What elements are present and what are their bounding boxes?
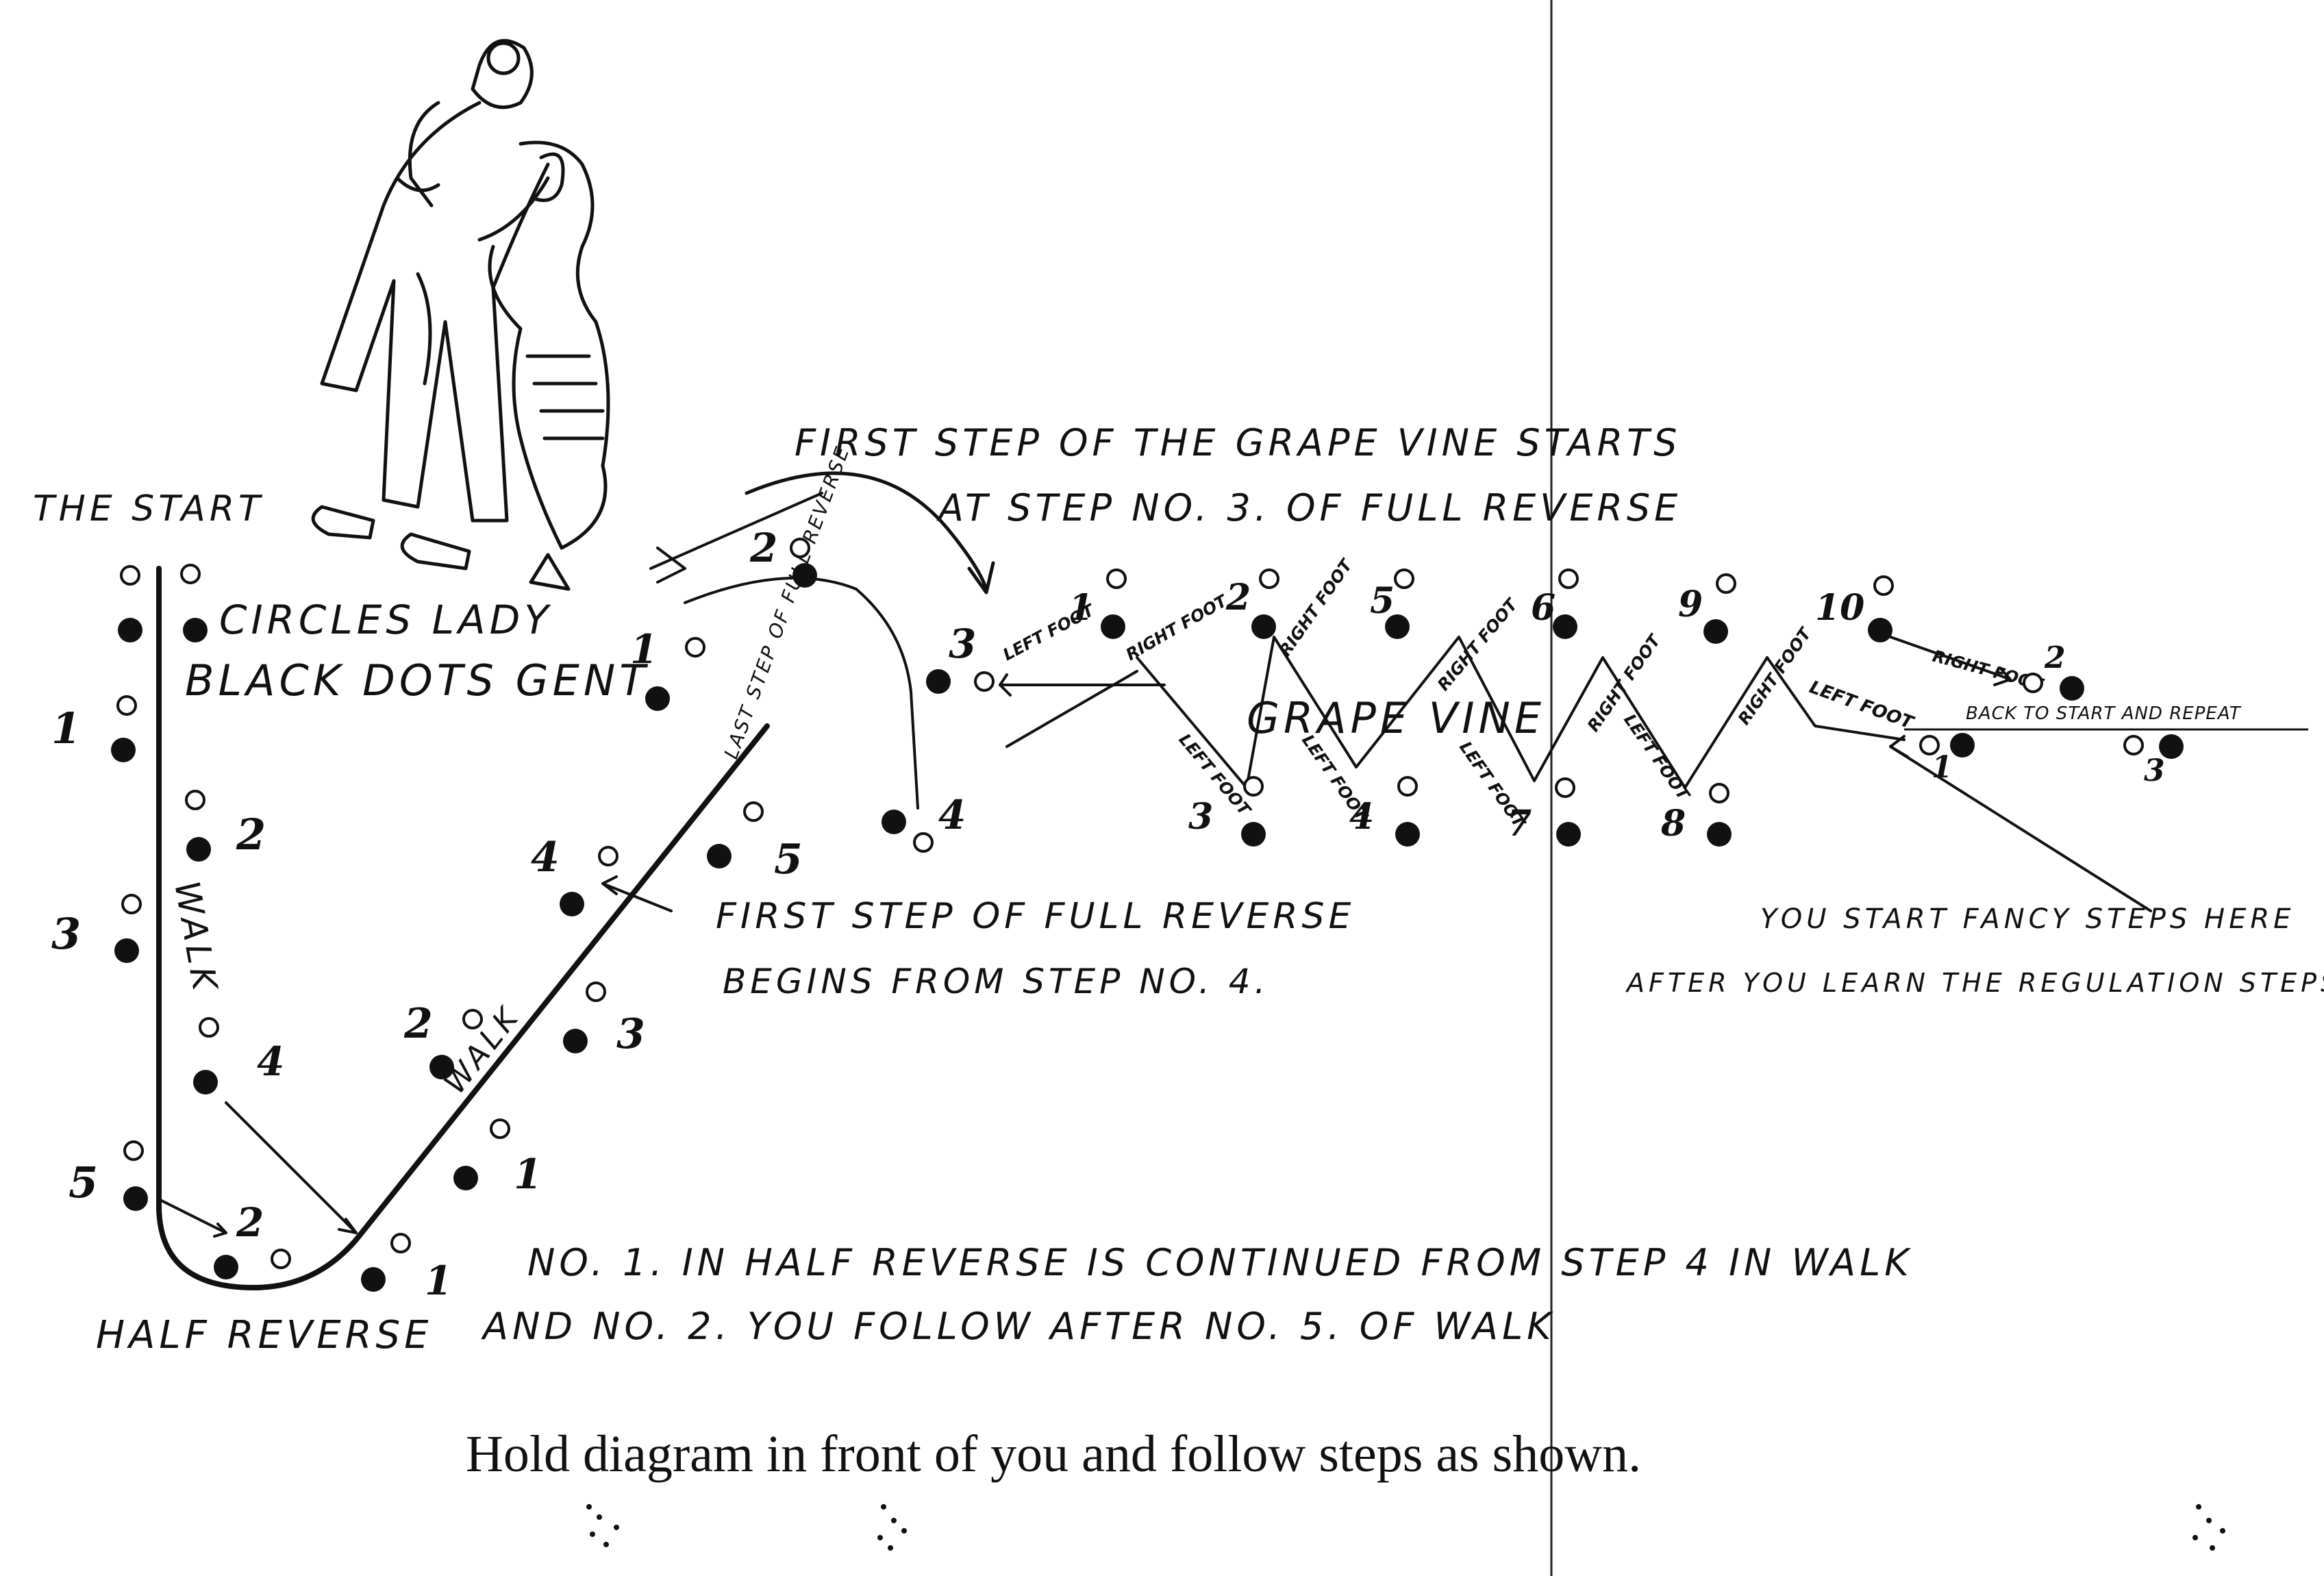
foot-label: RIGHT FOOT <box>1123 590 1232 664</box>
step-number: 2 <box>236 810 266 860</box>
full-reverse-arc <box>684 577 919 810</box>
step-number: 1 <box>1069 587 1093 629</box>
black-dots-gent-label: BLACK DOTS GENT <box>185 655 649 705</box>
step-number: 4 <box>1349 796 1374 838</box>
lady-steps <box>116 538 2144 1269</box>
step-number: 1 <box>1932 750 1953 785</box>
step-number: 4 <box>531 834 560 881</box>
step-number: 2 <box>2044 640 2066 675</box>
step-number: 2 <box>749 525 777 571</box>
grape-vine-zigzag <box>1136 636 1906 789</box>
half-reverse-label: HALF REVERSE <box>96 1313 432 1358</box>
last-step-full-reverse-label: LAST STEP OF FULL REVERSE <box>720 442 855 762</box>
step-number: 3 <box>949 621 976 667</box>
diagram-caption: Hold diagram in front of you and follow … <box>466 1425 1641 1483</box>
first-step-full-reverse-line2: BEGINS FROM STEP NO. 4. <box>723 962 1269 1001</box>
foot-label: RIGHT FOOT <box>1434 595 1522 695</box>
step-number: 1 <box>514 1151 542 1199</box>
step-number: 2 <box>1225 577 1251 618</box>
dancing-couple-illustration <box>311 39 610 591</box>
step-number: 5 <box>1370 580 1395 622</box>
note-line-1: NO. 1. IN HALF REVERSE IS CONTINUED FROM… <box>527 1241 1913 1284</box>
back-to-start-label: BACK TO START AND REPEAT <box>1966 703 2242 724</box>
step-number: 3 <box>616 1010 645 1058</box>
step-number: 1 <box>425 1258 452 1304</box>
step-number: 4 <box>938 792 966 838</box>
step-number: 5 <box>68 1158 98 1208</box>
foot-label: RIGHT FOOT <box>1734 623 1816 728</box>
step-number: 2 <box>403 1000 433 1048</box>
foot-label: LEFT FOOT <box>1175 730 1255 820</box>
step-number: 8 <box>1660 803 1686 845</box>
step-number: 2 <box>236 1199 264 1246</box>
you-start-fancy-label: YOU START FANCY STEPS HERE <box>1760 903 2295 935</box>
foot-label: LEFT FOOT <box>1620 710 1694 804</box>
circles-lady-label: CIRCLES LADY <box>219 597 553 643</box>
step-number: 3 <box>1188 796 1213 838</box>
after-you-learn-label: AFTER YOU LEARN THE REGULATION STEPS <box>1625 968 2324 998</box>
gent-steps <box>111 563 2184 1292</box>
foot-label: RIGHT FOOT <box>1275 555 1357 660</box>
grape-vine-start-arrow <box>745 471 988 591</box>
step-numbers-half-reverse: 1 2 <box>236 1199 452 1304</box>
note-line-2: AND NO. 2. YOU FOLLOW AFTER NO. 5. OF WA… <box>481 1305 1555 1348</box>
step-number: 5 <box>774 836 803 884</box>
feathered-arrows <box>156 492 2152 1238</box>
print-ornaments <box>586 1504 2225 1551</box>
grape-vine-start-arrowhead <box>967 561 995 595</box>
step-number: 1 <box>51 703 81 753</box>
step-number: 1 <box>630 626 658 673</box>
step-number: 6 <box>1531 587 1555 629</box>
step-numbers-full-reverse: 1 2 3 4 <box>630 525 976 838</box>
step-number: 3 <box>2144 753 2165 788</box>
step-numbers-fancy: 1 2 3 <box>1932 640 2165 788</box>
step-number: 10 <box>1815 587 1864 629</box>
the-start-label: THE START <box>33 488 264 529</box>
first-step-grape-vine-line1: FIRST STEP OF THE GRAPE VINE STARTS <box>795 421 1681 464</box>
step-numbers-grape-vine: 1 2 3 4 5 6 7 8 9 10 <box>1069 577 1864 845</box>
step-number: 9 <box>1678 584 1703 625</box>
step-numbers-walk-right: 1 2 3 4 5 <box>403 834 803 1199</box>
step-number: 7 <box>1507 803 1532 845</box>
step-number: 4 <box>257 1038 284 1085</box>
walk-path-line <box>156 566 770 1290</box>
first-step-full-reverse-line1: FIRST STEP OF FULL REVERSE <box>716 896 1355 937</box>
first-step-grape-vine-line2: AT STEP NO. 3. OF FULL REVERSE <box>936 486 1682 529</box>
foot-label: LEFT FOOT <box>1807 677 1917 734</box>
step-number: 3 <box>51 909 81 959</box>
step-numbers-walk: 1 2 3 4 5 <box>51 703 284 1208</box>
walk-label-left: WALK <box>166 878 225 997</box>
